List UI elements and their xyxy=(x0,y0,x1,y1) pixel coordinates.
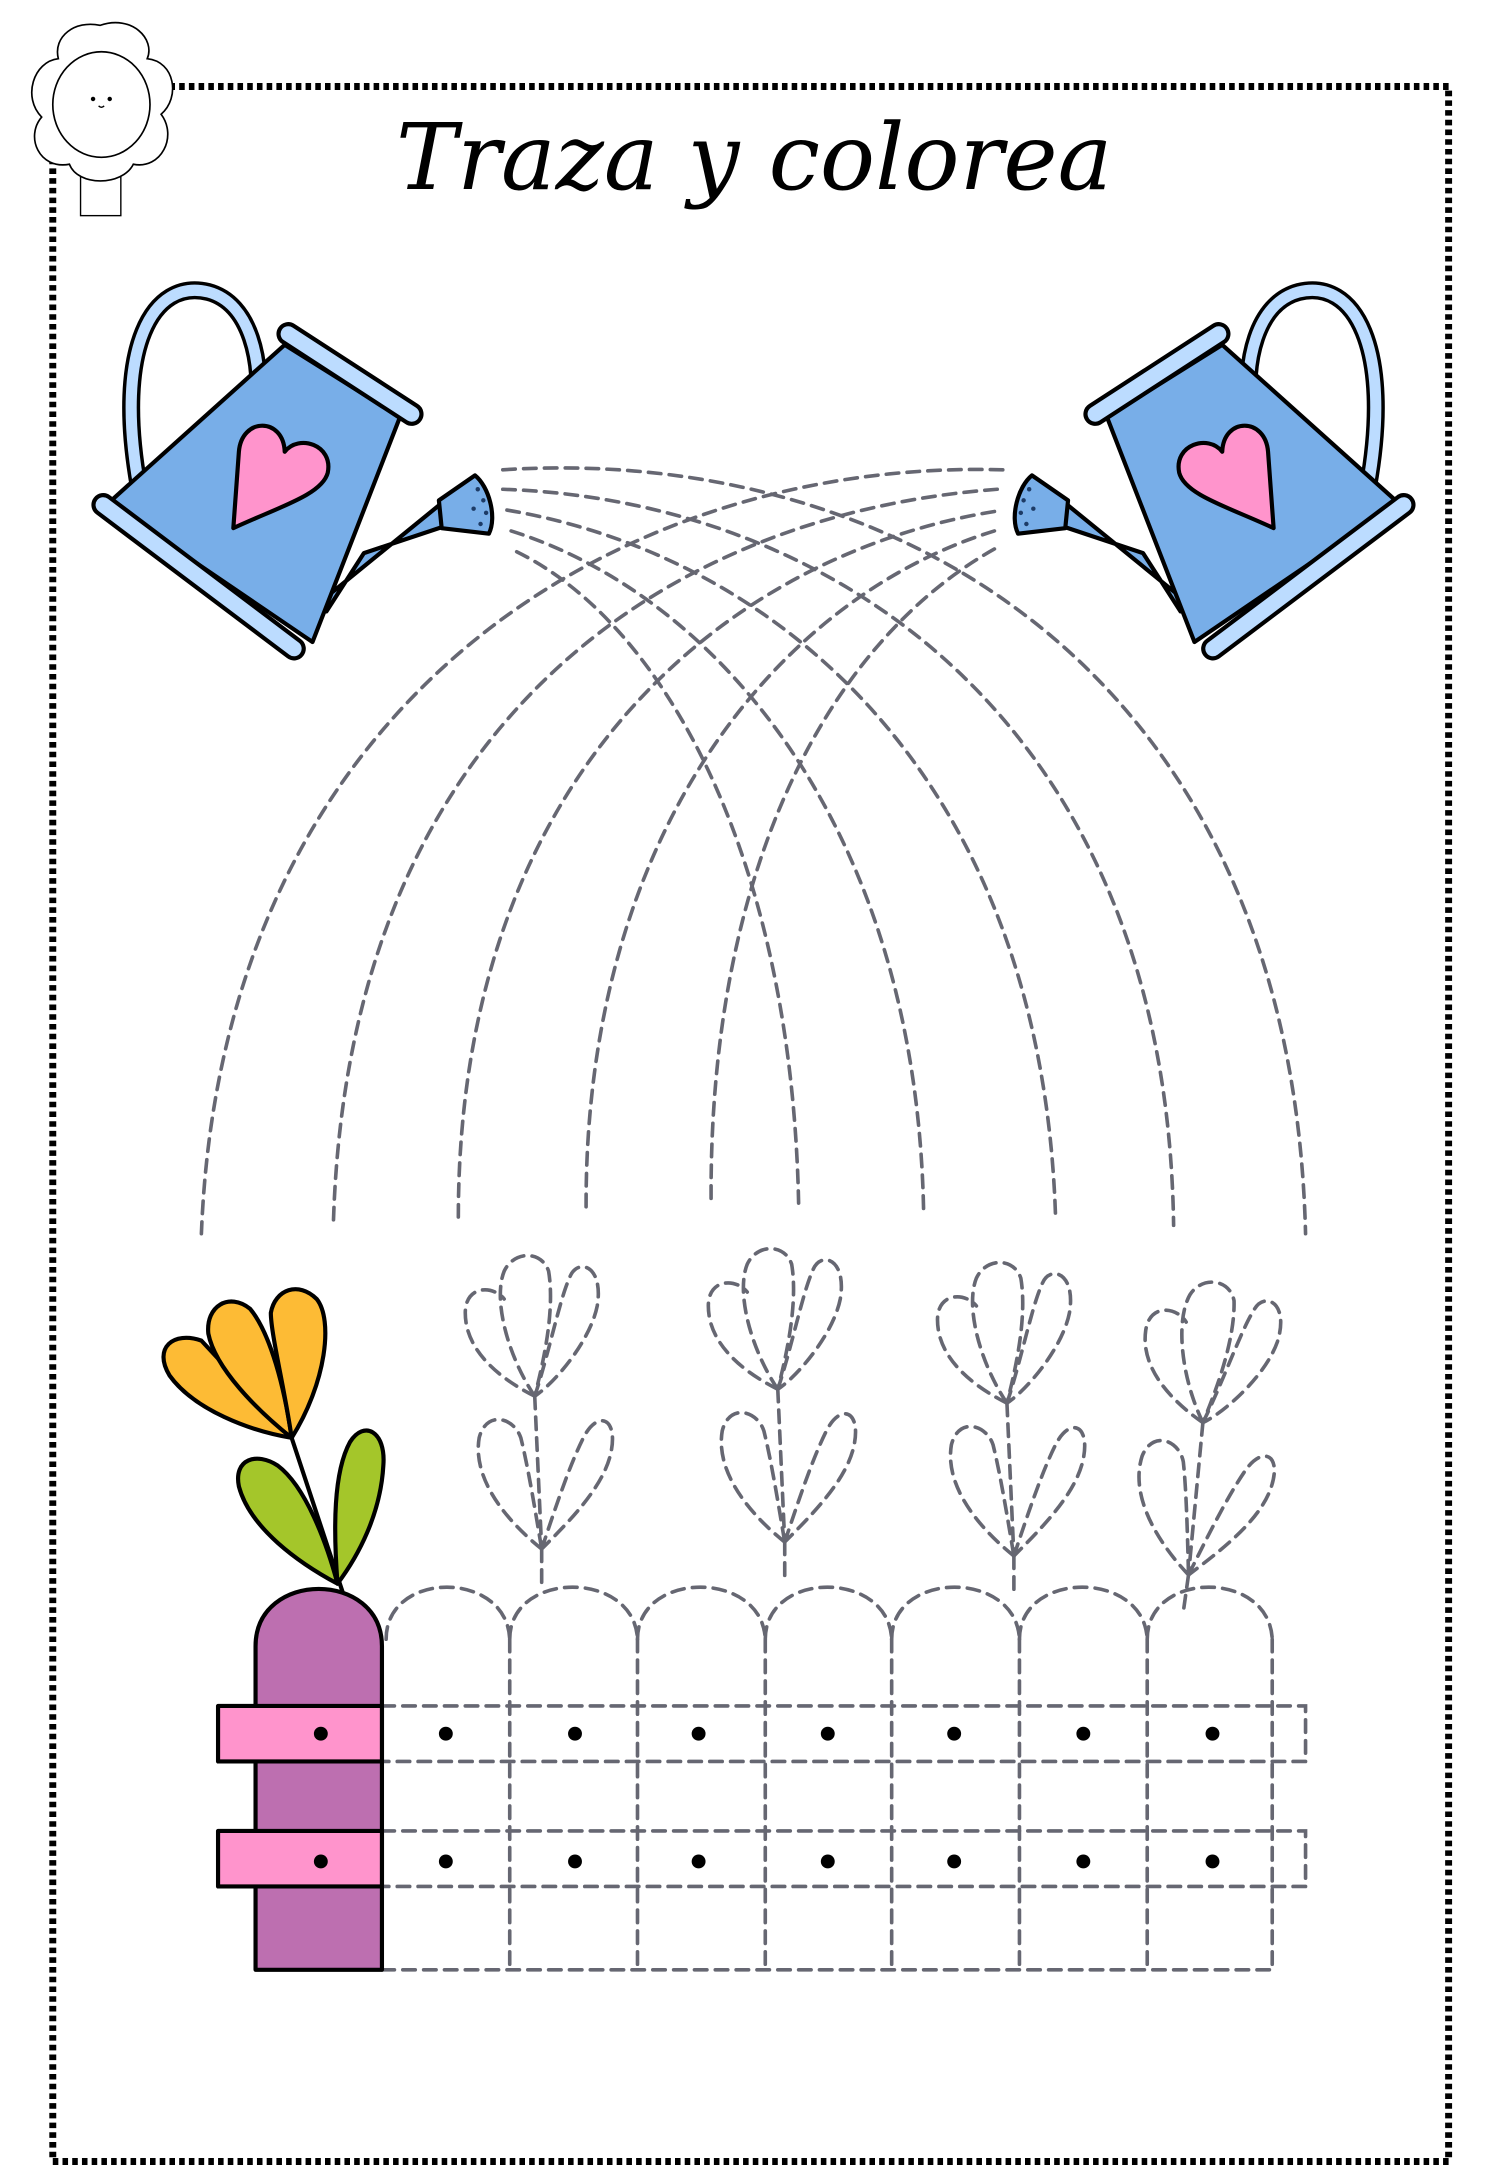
watering-can-icon xyxy=(1015,290,1418,662)
heart-icon xyxy=(231,423,331,531)
water-trace-lines xyxy=(199,466,1308,1236)
flower-logo-icon xyxy=(31,21,174,217)
fence-icon xyxy=(215,1585,1308,1972)
flower-icon xyxy=(935,1260,1087,1600)
worksheet-title: Traza y colorea xyxy=(396,104,1112,211)
dotted-border xyxy=(49,83,1453,2165)
flower-icon xyxy=(706,1246,858,1586)
flower-icon xyxy=(1105,1271,1302,1628)
flower-icon xyxy=(161,1287,386,1599)
watering-can-icon xyxy=(91,281,495,661)
flower-icon xyxy=(463,1253,615,1593)
